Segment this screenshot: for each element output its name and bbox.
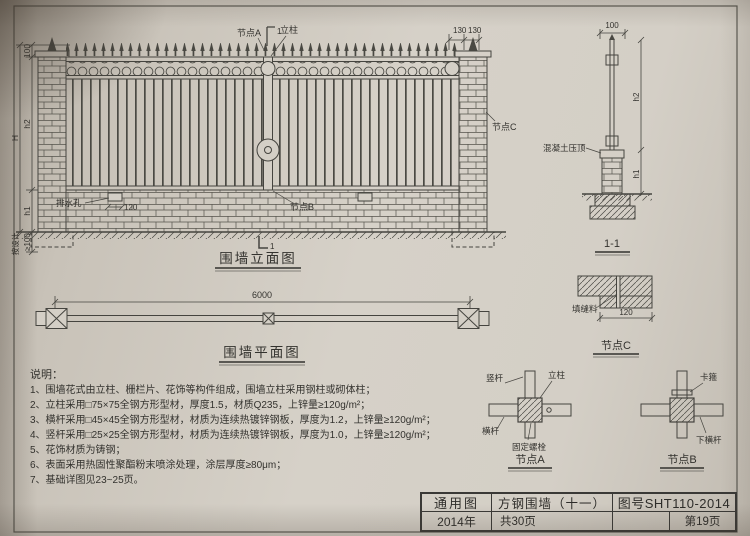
elevation-title: 围墙立面图: [219, 251, 297, 266]
elevation-title-underline: [215, 267, 301, 272]
right-pillar-finial: [468, 37, 478, 51]
right-brick-pillar: [458, 56, 488, 233]
node-a-title: 节点A: [515, 453, 545, 466]
section-cut-number: 1: [277, 27, 282, 36]
plan-linework: [35, 296, 490, 329]
filler-label: 填缝料: [572, 304, 598, 314]
fence-bars: [66, 79, 459, 186]
dim-h2: h2: [22, 119, 32, 129]
pillar-dim-130b: 130: [468, 26, 482, 35]
node-b-title: 节点B: [667, 453, 696, 466]
note-item: 1、围墙花式由立柱、栅栏片、花饰等构件组成，围墙立柱采用钢柱或砌体柱；: [30, 385, 376, 396]
node-a-callout: 节点A: [237, 28, 261, 38]
plan-texts: 6000 围墙平面图: [223, 290, 301, 360]
plan-length-dim: 6000: [252, 290, 272, 300]
drain-callout: 排水孔: [56, 198, 82, 208]
node-c-title: 节点C: [601, 339, 631, 352]
note-item: 7、基础详图见23~25页。: [30, 475, 144, 486]
dim-cap: 100: [22, 44, 32, 58]
coping-label: 混凝土压顶: [543, 143, 586, 153]
section-title-underline: [595, 251, 630, 256]
elevation-linework: [16, 37, 506, 248]
detail-node-b-texts: 卡箍 下横杆 节点B: [667, 372, 722, 466]
label-lower-bar: 下横杆: [696, 435, 722, 445]
tb-year: 2014年: [422, 512, 492, 530]
section-title: 1-1: [604, 238, 620, 250]
base-brick-wall: [65, 189, 460, 233]
note-item: 4、竖杆采用□25×25全钢方形型材，材质为连续热镀锌钢板，厚度为1.0，上锌量…: [30, 430, 436, 441]
tb-category: 通用图: [422, 494, 492, 512]
detail-node-a-texts: 竖杆 立柱 横杆 固定螺栓 节点A: [482, 370, 566, 466]
section-1-1-texts: 100 h2 h1 混凝土压顶 1-1: [543, 21, 641, 250]
dim-embed: ≥100: [23, 233, 32, 251]
node-c-dim-120: 120: [619, 308, 633, 317]
drain-width-dim: 120: [124, 203, 138, 212]
drain-hole: [357, 192, 373, 202]
node-b-callout: 节点B: [290, 202, 314, 212]
label-post: 立柱: [548, 370, 566, 380]
section-dim-100: 100: [605, 21, 619, 30]
plan-title: 围墙平面图: [223, 345, 301, 360]
drain-hole: [107, 192, 123, 202]
label-bolt: 固定螺栓: [512, 442, 547, 452]
note-item: 5、花饰材质为铸钢；: [30, 445, 126, 456]
section-cut-number-bottom: 1: [270, 242, 275, 251]
note-item: 3、横杆采用□45×45全钢方形型材，材质为连续热镀锌钢板，厚度为1.2，上锌量…: [30, 415, 436, 426]
title-block: 通用图 2014年 方钢围墙（十一） 共30页 图号SHT110-2014 第1…: [420, 492, 737, 532]
label-horizontal-bar: 横杆: [482, 426, 500, 436]
left-pillar-finial: [47, 37, 57, 51]
note-item: 2、立柱采用□75×75全钢方形型材，厚度1.5，材质Q235，上锌量≥120g…: [30, 400, 371, 411]
plan-title-underline: [219, 361, 305, 366]
tb-page-number: 第19页: [684, 516, 721, 528]
elevation-dimension-lines: [16, 26, 496, 256]
tb-empty-cell: [613, 512, 670, 530]
tb-drawing-name: 方钢围墙（十一）: [492, 494, 613, 512]
detail-node-c: [577, 275, 656, 322]
right-foundation: [451, 231, 495, 248]
left-foundation: [30, 231, 74, 248]
note-item: 6、表面采用热固性聚酯粉末喷涂处理，涂层厚度≥80μm；: [30, 460, 287, 471]
intermediate-post: [263, 56, 273, 191]
post-callout: 立柱: [280, 24, 298, 35]
label-clamp: 卡箍: [700, 372, 718, 382]
section-1-1: [582, 29, 652, 220]
node-b-title-underline: [660, 467, 704, 472]
dim-total-H: H: [10, 135, 20, 141]
detail-node-b: [640, 370, 724, 439]
detail-node-c-texts: 填缝料 120 节点C: [572, 304, 633, 352]
label-vertical-bar: 竖杆: [486, 373, 504, 383]
fence-spear-band: [66, 43, 459, 57]
section-dim-h2: h2: [632, 92, 641, 101]
pillar-dim-130a: 130: [453, 26, 467, 35]
ornament-circle: [256, 138, 280, 162]
node-c-title-underline: [593, 353, 639, 358]
sheet-frame: [13, 5, 738, 533]
dim-h1: h1: [22, 206, 32, 216]
section-dim-h1: h1: [632, 169, 641, 178]
node-c-callout: 节点C: [492, 122, 517, 132]
detail-node-a: [488, 370, 572, 441]
tb-drawing-number: 图号SHT110-2014: [613, 494, 735, 512]
notes-title: 说明：: [30, 369, 63, 381]
ground-hatch: [16, 232, 506, 239]
node-a-title-underline: [508, 467, 552, 472]
elevation-texts: 节点A 1 立柱 节点C 节点B 排水孔 120 1 130 130 100 h…: [10, 24, 517, 266]
dim-foundation: 按设计: [10, 232, 20, 255]
notes-block: 说明： 1、围墙花式由立柱、栅栏片、花饰等构件组成，围墙立柱采用钢柱或砌体柱； …: [30, 366, 490, 488]
tb-total-pages: 共30页: [492, 512, 613, 530]
